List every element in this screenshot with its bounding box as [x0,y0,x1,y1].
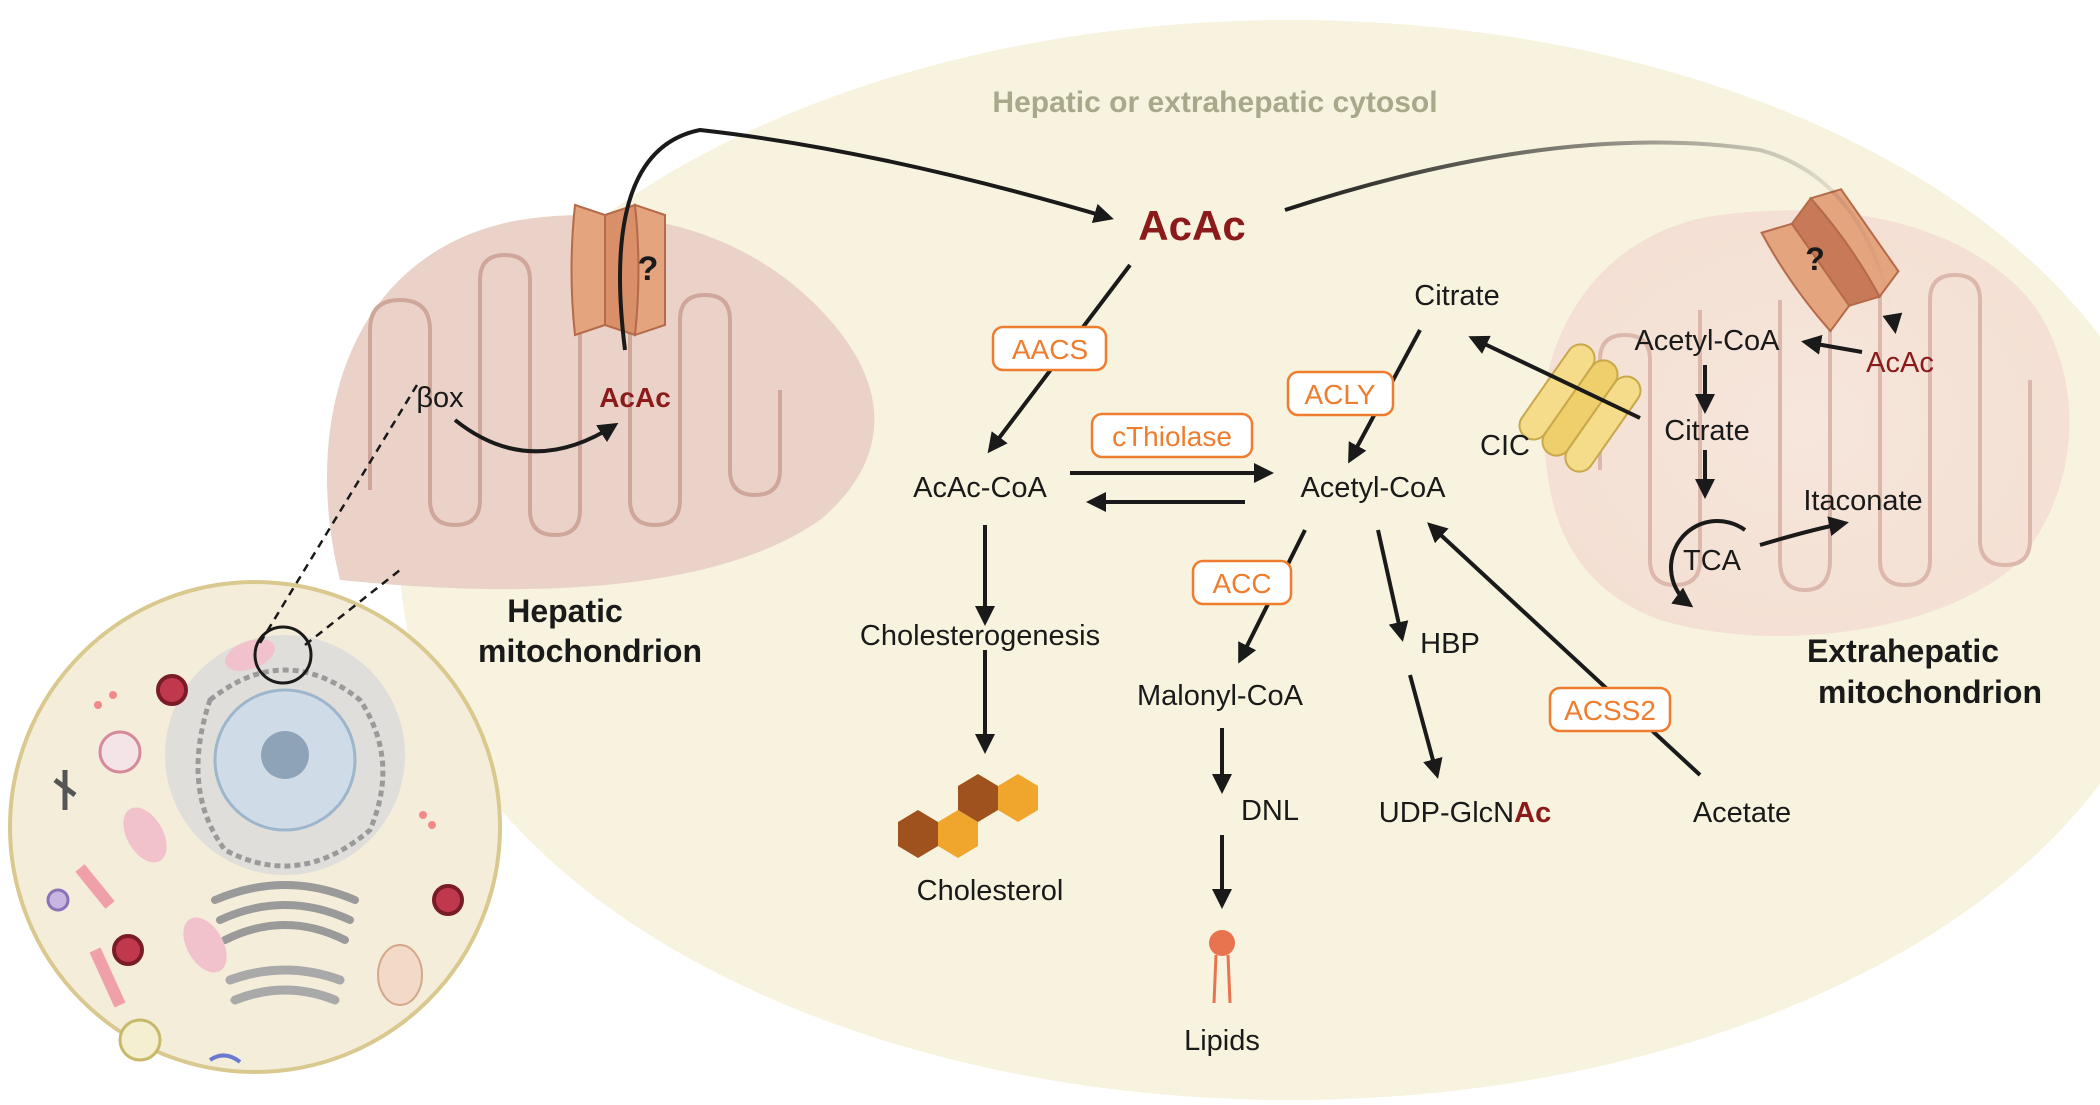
zoom-line-left [258,379,422,644]
arrow-tca-to-itaconate [1759,516,1849,547]
arrow-acetate-to-acetylcoa [1427,522,1702,777]
svg-text:ACLY: ACLY [1304,379,1375,410]
acetylcoa-label: Acetyl-CoA [1300,472,1446,504]
arrow-cytosol-to-extrahepatic [1284,140,1903,334]
cic-transporter [1518,343,1642,473]
arrow-acetylcoa-to-hbp [1376,529,1409,642]
acac-main-label: AcAc [1138,202,1245,249]
malonylcoa-label: Malonyl-CoA [1137,680,1304,712]
svg-text:ACSS2: ACSS2 [1564,695,1656,726]
itaconate-label: Itaconate [1803,485,1922,517]
arrow-betaox-to-acac [453,418,619,454]
cholesterol-icon [898,774,1038,858]
hepatic-transporter-question: ? [638,250,659,288]
hepatic-transporter: ? [570,203,666,337]
arrow-citrate-mito-to-citrate-cyto [1468,335,1641,420]
hepatic-mito-label-1: Hepatic [507,593,623,629]
acaccoa-label: AcAc-CoA [913,472,1047,504]
citrate-cytosol-label: Citrate [1414,280,1499,312]
hepatic-mitochondrion [326,214,875,590]
svg-text:cThiolase: cThiolase [1112,421,1232,452]
hbp-label: HBP [1420,628,1480,660]
arrow-hepatic-to-cytosol [618,127,1114,351]
hepatic-mito-label-2: mitochondrion [478,633,702,669]
extra-acetylcoa-label: Acetyl-CoA [1634,325,1780,357]
tca-label: TCA [1683,545,1742,577]
zoom-line-right [304,569,401,646]
enzyme-acss2: ACSS2 [1548,686,1672,733]
enzyme-aacs: AACS [991,325,1108,372]
extra-citrate-label: Citrate [1664,415,1749,447]
cholesterogenesis-label: Cholesterogenesis [860,620,1100,652]
enzyme-acc: ACC [1191,559,1293,606]
beta-ox-label: βox [416,382,464,414]
svg-text:AACS: AACS [1012,334,1088,365]
extra-mito-label-2: mitochondrion [1818,674,2042,710]
cytosol-title: Hepatic or extrahepatic cytosol [992,86,1437,119]
cell-illustration [8,580,502,1074]
cic-label: CIC [1480,430,1530,462]
enzyme-acly: ACLY [1286,370,1395,417]
extra-mito-label-1: Extrahepatic [1807,633,1999,669]
cholesterol-label: Cholesterol [917,875,1064,907]
extrahepatic-transporter-question: ? [1805,241,1825,277]
lipids-label: Lipids [1184,1025,1260,1057]
udpglcnac-label: UDP-GlcNAc [1379,797,1551,829]
hepatic-acac-label: AcAc [599,382,671,413]
enzyme-cthiolase: cThiolase [1090,412,1254,459]
acetate-label: Acetate [1693,797,1791,829]
arrow-acac-to-acetylcoa-mito [1801,334,1863,355]
extra-acac-label: AcAc [1866,347,1934,379]
lipid-icon [1209,930,1235,1004]
zoom-highlight-circle [253,625,313,685]
arrow-tca-cycle [1669,519,1747,608]
dnl-label: DNL [1241,795,1299,827]
svg-text:ACC: ACC [1212,568,1271,599]
arrow-hbp-to-udpglcnac [1408,674,1443,779]
extrahepatic-mitochondrion [1542,210,2070,636]
